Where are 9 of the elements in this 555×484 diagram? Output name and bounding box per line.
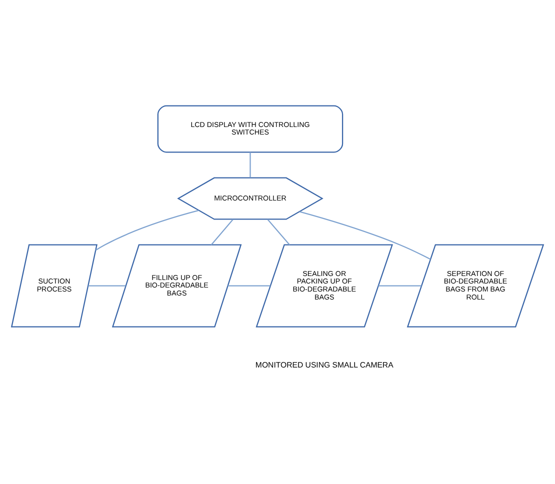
connector [228,285,270,286]
connector [267,219,290,246]
label: MONITORED USING SMALL CAMERA [255,360,394,370]
connector [299,211,431,260]
connector [250,152,251,178]
connector [95,210,199,251]
connector [210,219,234,246]
connector [378,285,422,286]
connector [88,285,126,286]
